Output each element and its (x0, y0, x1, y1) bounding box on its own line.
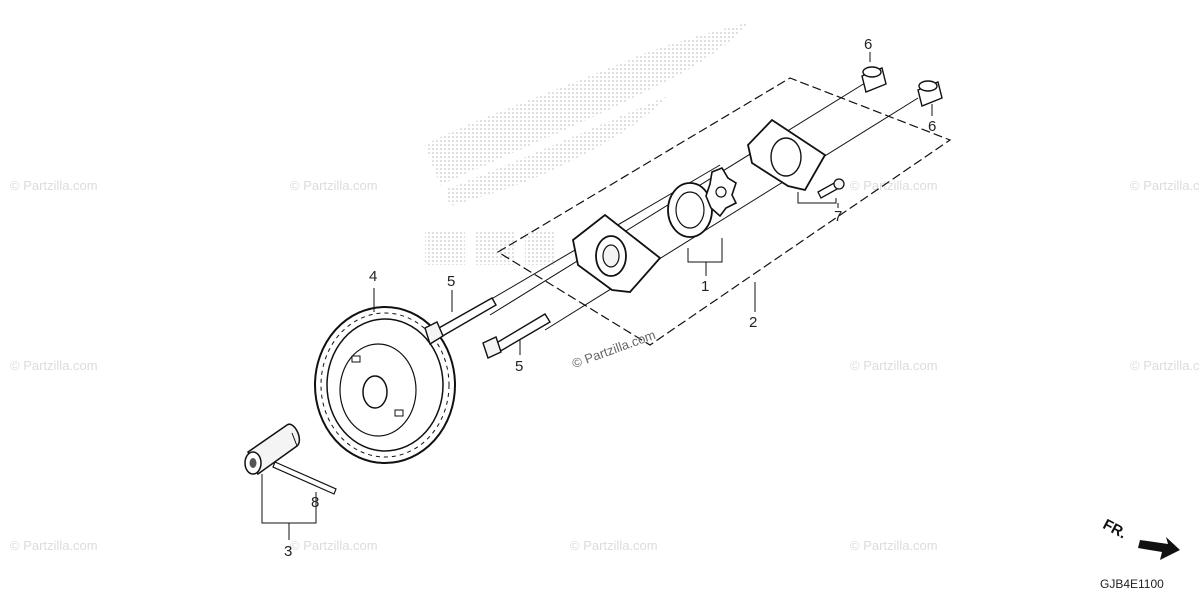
drive-gear (314, 306, 456, 464)
watermark: © Partzilla.com (10, 538, 98, 553)
callout-part-5-upper: 5 (447, 273, 456, 290)
callout-part-5-lower: 5 (515, 358, 524, 375)
watermark: © Partzilla.com (850, 538, 938, 553)
callout-part-6-lower: 6 (928, 118, 937, 135)
pump-body (572, 213, 662, 293)
callout-part-3: 3 (284, 543, 293, 560)
watermark: © Partzilla.com (290, 538, 378, 553)
watermark: © Partzilla.com (850, 178, 938, 193)
small-screw (817, 178, 845, 199)
leader-lines (261, 52, 933, 540)
outer-rotor (667, 182, 713, 238)
watermark: © Partzilla.com (1130, 358, 1200, 373)
pump-cover (747, 118, 827, 192)
callout-part-7: 7 (834, 208, 843, 225)
watermark: © Partzilla.com (850, 358, 938, 373)
front-direction-arrow (1138, 537, 1180, 560)
dowel-pin (272, 461, 337, 495)
diagram-code: GJB4E1100 (1100, 577, 1164, 591)
watermark: © Partzilla.com (290, 178, 378, 193)
inner-rotor (705, 167, 738, 218)
callout-part-4: 4 (369, 268, 378, 285)
callout-part-6-upper: 6 (864, 36, 873, 53)
pump-shaft (244, 423, 301, 476)
watermark: © Partzilla.com (10, 358, 98, 373)
callout-part-8: 8 (311, 494, 320, 511)
background-logo-wing (425, 22, 750, 265)
bolt-lower (482, 313, 551, 359)
collar-lower (917, 80, 943, 107)
collar-upper (861, 66, 887, 93)
watermark: © Partzilla.com (1130, 178, 1200, 193)
assembly-outline (496, 77, 952, 346)
watermark: © Partzilla.com (570, 538, 658, 553)
callout-part-1: 1 (701, 278, 710, 295)
watermark: © Partzilla.com (10, 178, 98, 193)
callout-part-2: 2 (749, 314, 758, 331)
bolt-upper (424, 297, 497, 346)
